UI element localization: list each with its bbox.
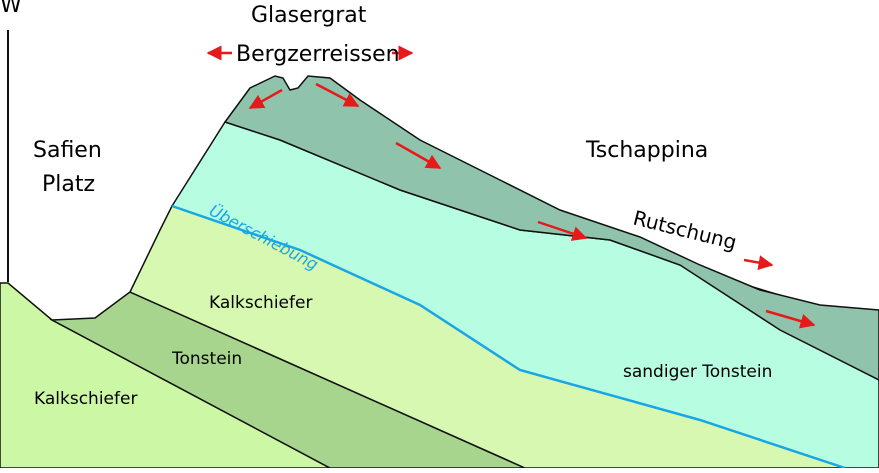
- village-label-line1: Safien: [33, 138, 102, 163]
- tschappina-label: Tschappina: [585, 138, 708, 163]
- sandy-claystone-label: sandiger Tonstein: [623, 362, 772, 382]
- thrust-line: [171, 204, 846, 470]
- claystone-label: Tonstein: [171, 349, 242, 369]
- arrow-slope-1: [395, 141, 442, 170]
- bergzerreissen-label: Bergzerreissen: [236, 42, 400, 67]
- arrow-slope-3: [765, 309, 816, 329]
- peak-label: Glasergrat: [251, 3, 367, 28]
- arrow-rutschung: [743, 255, 774, 271]
- upper-limestone-label: Kalkschiefer: [209, 293, 312, 313]
- village-label-line2: Platz: [42, 172, 95, 197]
- landslide-mass: [223, 75, 879, 381]
- corner-label: W: [0, 0, 22, 18]
- arrow-slope-2: [537, 220, 588, 241]
- arrow-peak-left: [248, 88, 283, 110]
- lower-limestone-label: Kalkschiefer: [34, 389, 137, 409]
- arrow-peak-right: [315, 82, 360, 108]
- movement-arrows: [206, 45, 816, 329]
